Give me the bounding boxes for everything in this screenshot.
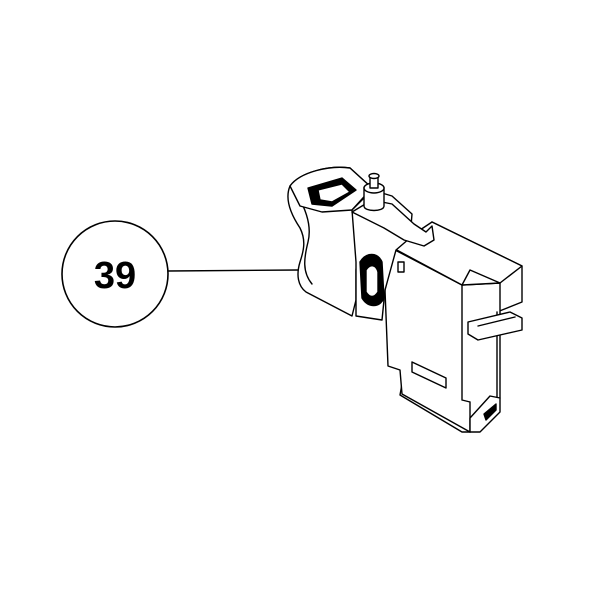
callout-circle — [61, 220, 169, 328]
callout-number: 39 — [94, 255, 136, 297]
terminal-shade — [483, 403, 497, 421]
trigger-top-inner — [317, 183, 351, 203]
side-clip-detail — [477, 316, 516, 327]
housing-top-ridge — [461, 269, 501, 286]
trigger-switch-icon — [287, 166, 523, 433]
direction-lever — [351, 199, 435, 247]
front-tab — [397, 261, 405, 273]
leader-line — [167, 269, 299, 272]
label-recess — [411, 361, 447, 389]
speed-wheel-highlight — [365, 265, 379, 298]
lever-pin-cap — [368, 172, 380, 180]
trigger-face-curve — [297, 195, 313, 285]
callout: 39 — [61, 220, 299, 328]
